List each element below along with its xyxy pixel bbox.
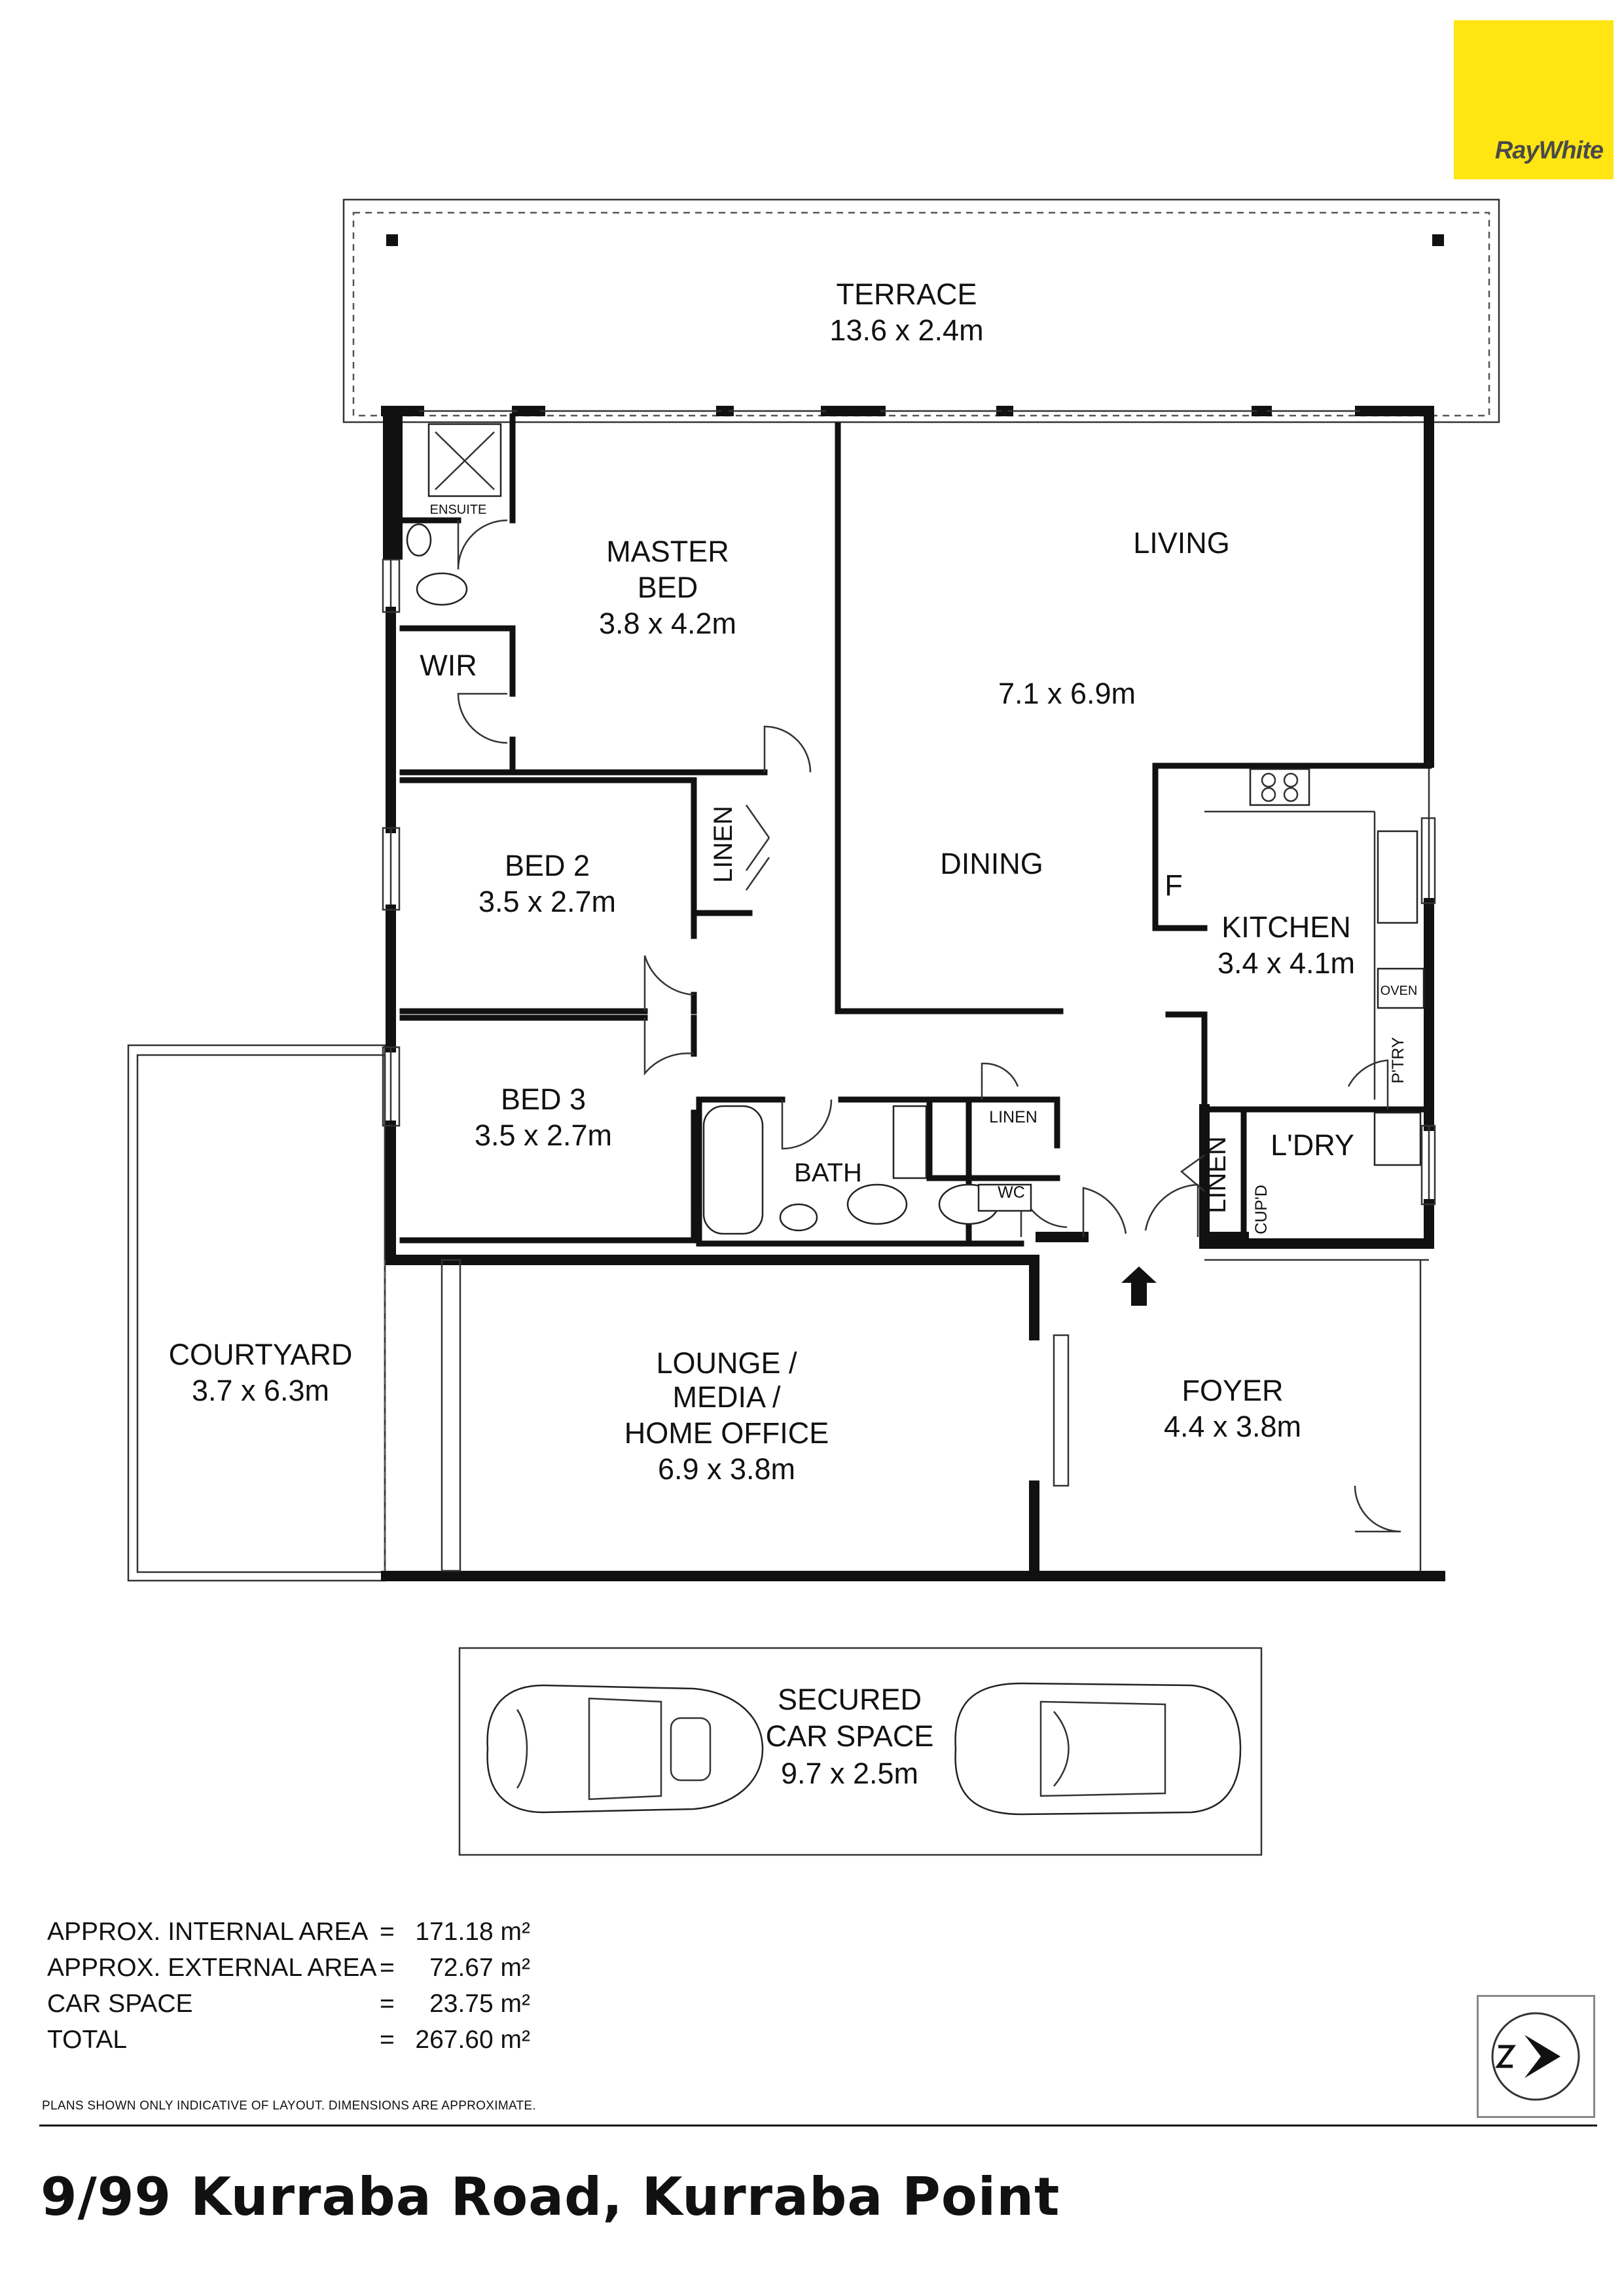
fixtures [406, 423, 1425, 1235]
ensuite-basin [406, 523, 432, 557]
area-label: TOTAL [47, 2026, 128, 2054]
laundry-label: L'DRY [1271, 1128, 1354, 1162]
dining-label: DINING [940, 847, 1043, 880]
car-space: SECURED CAR SPACE 9.7 x 2.5m [458, 1647, 1263, 1856]
car-space-dims: 9.7 x 2.5m [781, 1757, 918, 1790]
courtyard-label: COURTYARD [169, 1338, 353, 1371]
wc-label: WC [998, 1183, 1025, 1202]
lounge-dims: 6.9 x 3.8m [658, 1452, 795, 1486]
divider [39, 2125, 1597, 2126]
bath-label: BATH [794, 1158, 862, 1187]
terrace-label: TERRACE [836, 278, 977, 311]
courtyard [127, 1044, 386, 1582]
logo-text: RayWhite [1494, 137, 1604, 164]
oven [1377, 967, 1425, 1009]
living-label: LIVING [1133, 526, 1230, 560]
bath-toilet [846, 1183, 908, 1225]
area-label: APPROX. EXTERNAL AREA [47, 1954, 377, 1982]
area-value: 171.18 m² [415, 1918, 530, 1946]
car-space-label-2: CAR SPACE [766, 1719, 934, 1753]
windows [382, 558, 1436, 1572]
master-label-2: BED [638, 571, 698, 604]
bed3-label: BED 3 [501, 1083, 586, 1116]
raywhite-logo: RayWhite [1454, 20, 1614, 179]
pantry-label: P'TRY [1389, 1037, 1407, 1083]
entry-arrow [1121, 1266, 1157, 1306]
area-value: 267.60 m² [415, 2026, 530, 2054]
area-eq: = [380, 1954, 395, 1982]
kitchen-sink [1377, 830, 1418, 924]
property-address: 9/99 Kurraba Road, Kurraba Point [41, 2166, 1060, 2227]
courtyard-dims: 3.7 x 6.3m [192, 1374, 329, 1407]
doors [457, 519, 1401, 1533]
cupboard-label: CUP'D [1252, 1185, 1271, 1234]
ensuite-label: ENSUITE [430, 503, 487, 517]
lounge-label-3: HOME OFFICE [624, 1416, 829, 1450]
foyer-label: FOYER [1182, 1374, 1283, 1407]
lounge-label-2: MEDIA / [672, 1380, 781, 1414]
area-label: APPROX. INTERNAL AREA [47, 1918, 369, 1946]
area-eq: = [380, 1990, 395, 2018]
foyer-dims: 4.4 x 3.8m [1164, 1410, 1301, 1443]
car-space-label-1: SECURED [778, 1683, 922, 1716]
bed2-dims: 3.5 x 2.7m [478, 885, 616, 918]
fridge-label: F [1164, 869, 1183, 902]
area-value: 72.67 m² [429, 1954, 530, 1982]
bed3-dims: 3.5 x 2.7m [475, 1119, 612, 1152]
terrace [342, 198, 1500, 423]
linen-hall-label: LINEN [709, 806, 738, 883]
linen-laundry-label: LINEN [1202, 1136, 1231, 1213]
linen-bath-label: LINEN [989, 1108, 1038, 1126]
bathtub [702, 1105, 764, 1235]
master-label-1: MASTER [606, 535, 729, 568]
area-label: CAR SPACE [47, 1990, 193, 2018]
cooktop-icon [1249, 768, 1310, 806]
sports-car-icon [486, 1684, 764, 1814]
laundry-tub [1373, 1111, 1422, 1166]
master-dims: 3.8 x 4.2m [599, 607, 736, 640]
area-eq: = [380, 2026, 395, 2054]
area-value: 23.75 m² [429, 1990, 530, 2018]
wir-label: WIR [420, 649, 477, 682]
kitchen-dims: 3.4 x 4.1m [1218, 946, 1355, 980]
oven-label: OVEN [1380, 984, 1418, 998]
lounge-label-1: LOUNGE / [656, 1346, 797, 1380]
sedan-car-icon [954, 1682, 1242, 1816]
disclaimer: PLANS SHOWN ONLY INDICATIVE OF LAYOUT. D… [42, 2099, 536, 2113]
bed2-label: BED 2 [505, 849, 590, 882]
kitchen-label: KITCHEN [1221, 910, 1351, 944]
north-compass-icon [1477, 1995, 1595, 2118]
ensuite-toilet [416, 572, 468, 606]
exterior-walls [381, 406, 1445, 1581]
living-dims: 7.1 x 6.9m [998, 677, 1136, 710]
terrace-dims: 13.6 x 2.4m [829, 314, 983, 347]
bath-basin [779, 1203, 818, 1232]
room-labels: TERRACE 13.6 x 2.4m MASTER BED 3.8 x 4.2… [169, 278, 1418, 1486]
area-eq: = [380, 1918, 395, 1946]
